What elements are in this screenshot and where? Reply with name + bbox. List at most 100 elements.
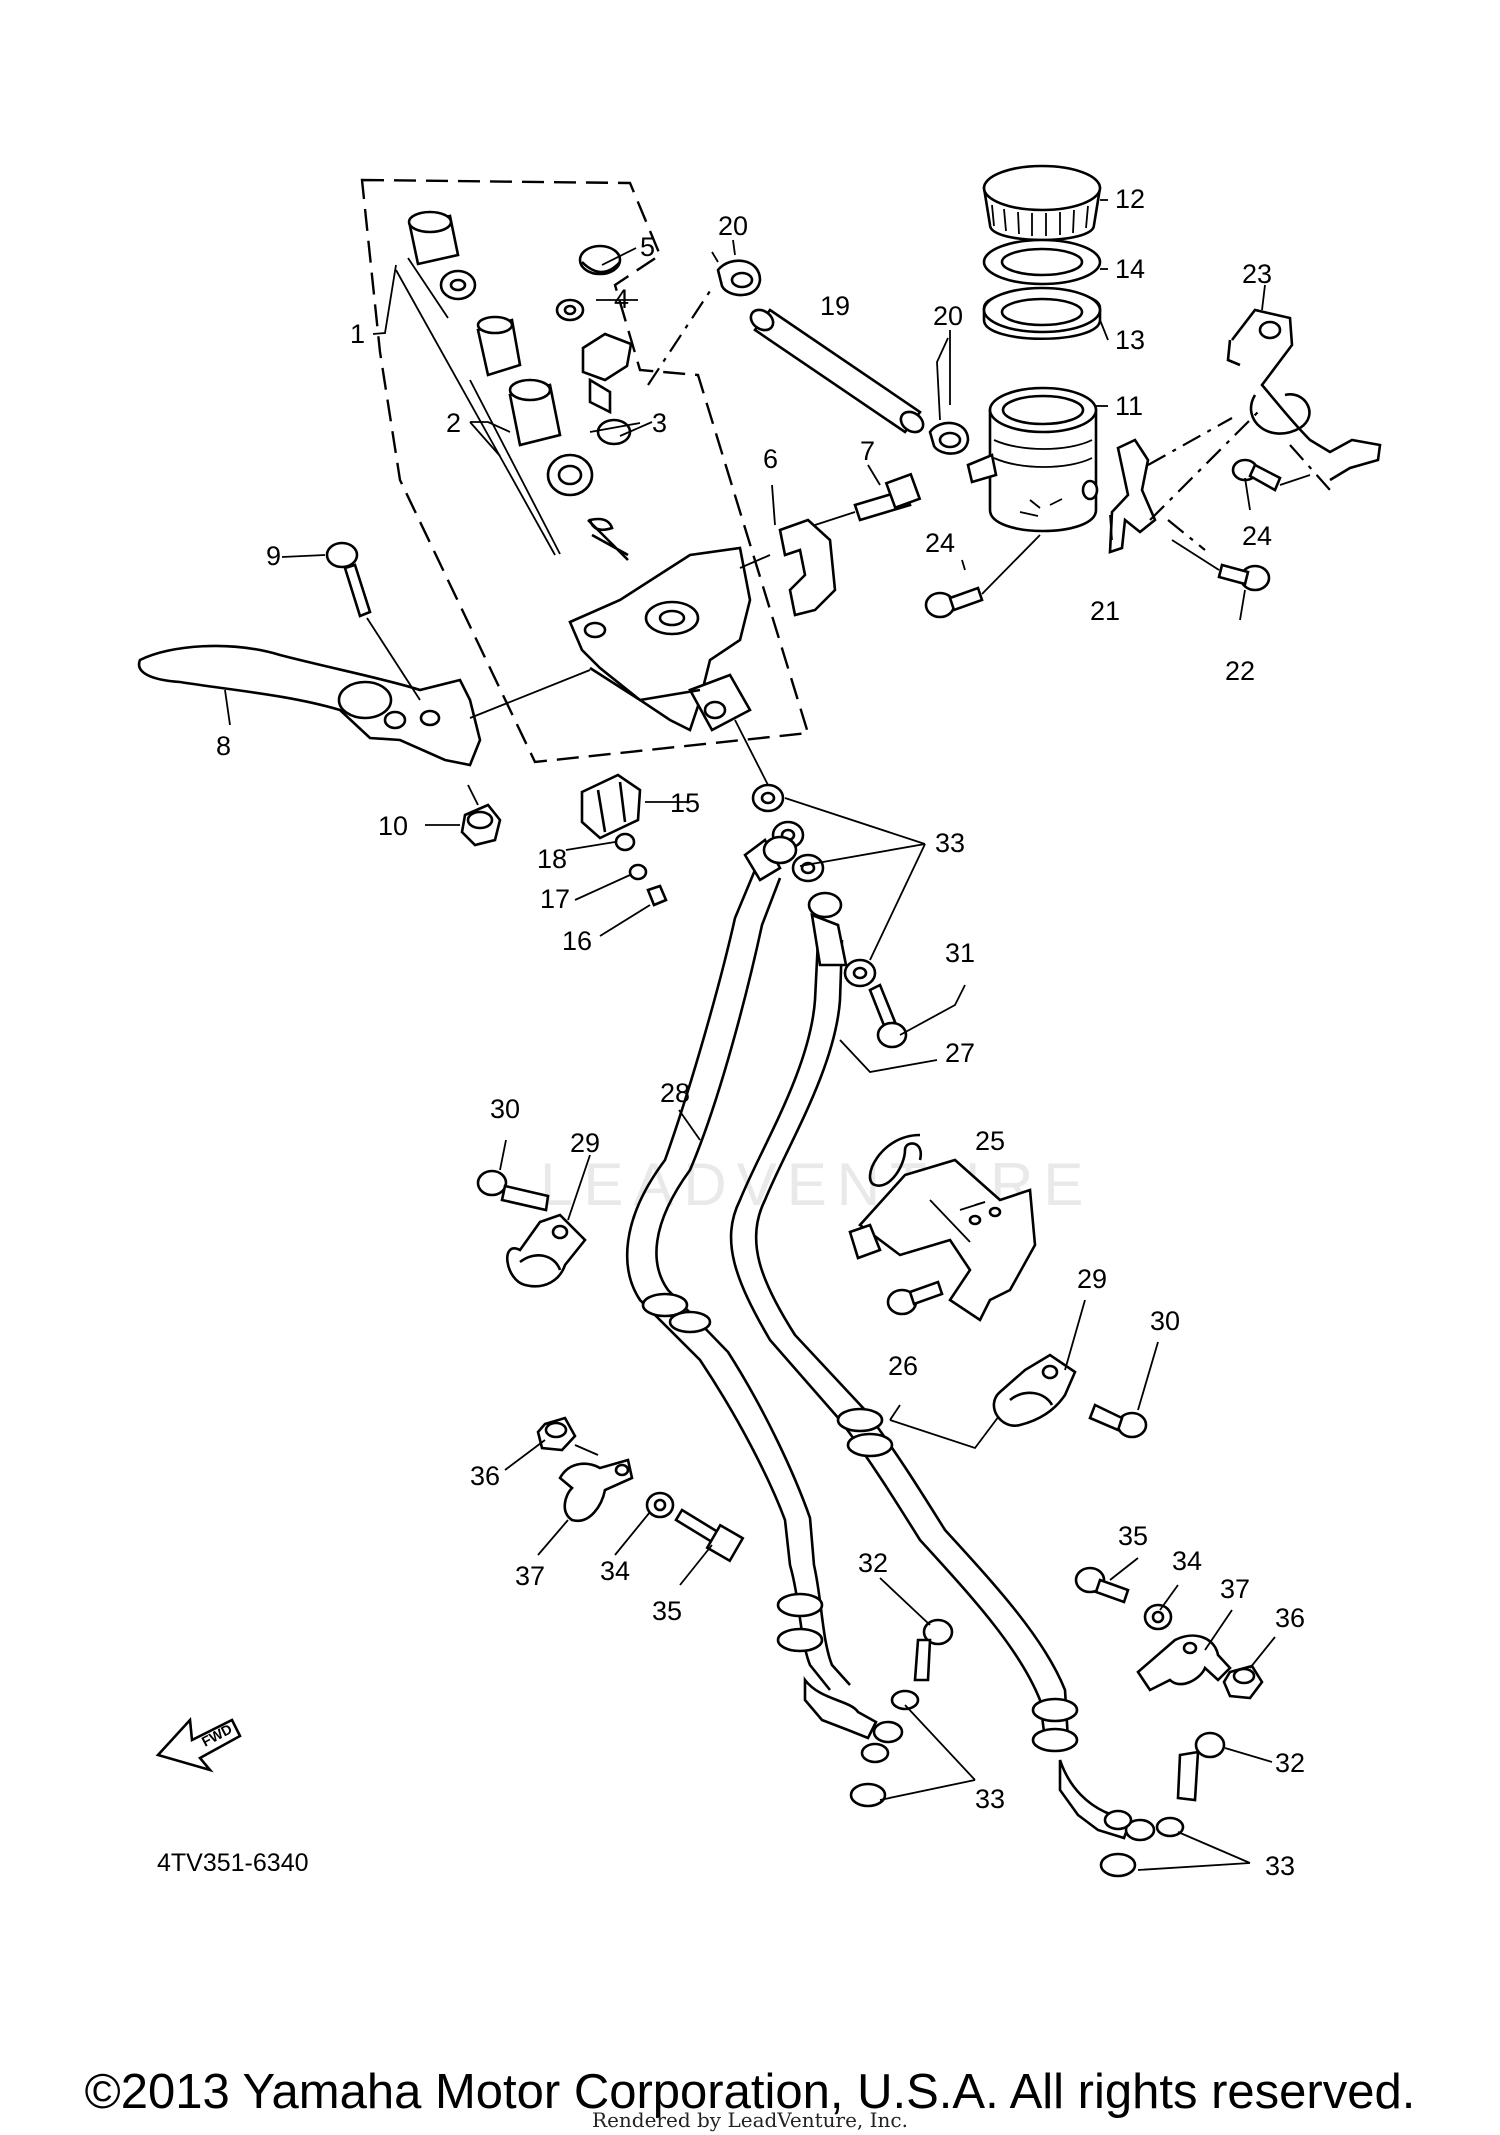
callout-28: 28 (660, 1078, 690, 1108)
callout-6: 6 (763, 444, 778, 474)
callout-16: 16 (562, 926, 592, 956)
callout-37b: 37 (1220, 1574, 1250, 1604)
bolt-30b (1088, 1403, 1148, 1439)
leader-line (1289, 444, 1331, 491)
diaphragm-13 (982, 286, 1102, 340)
nut-10 (460, 784, 502, 847)
reservoir-hose-19 (749, 308, 925, 434)
washers-33-upper (751, 783, 877, 988)
callout-29b: 29 (1077, 1264, 1107, 1294)
callout-5: 5 (640, 232, 655, 262)
banjo-bolt-32b (1099, 1731, 1226, 1878)
callout-7: 7 (860, 436, 875, 466)
callout-23: 23 (1242, 259, 1272, 289)
callout-18: 18 (537, 844, 567, 874)
callout-34b: 34 (1172, 1546, 1202, 1576)
screw-24a (924, 534, 1041, 619)
diaphragm-plate-14 (982, 238, 1102, 286)
callout-22: 22 (1225, 656, 1255, 686)
banjo-bolt-32a (849, 1618, 954, 1808)
bolt-30a (476, 1169, 550, 1212)
banjo-bolt-31 (734, 719, 908, 1049)
callout-2: 2 (446, 408, 461, 438)
leader-line (1149, 409, 1261, 521)
callout-37a: 37 (515, 1561, 545, 1591)
boot-and-cap (555, 244, 633, 446)
callout-33a: 33 (935, 828, 965, 858)
callout-32b: 32 (1275, 1748, 1305, 1778)
callout-8: 8 (216, 731, 231, 761)
callout-29a: 29 (570, 1128, 600, 1158)
callout-27: 27 (945, 1038, 975, 1068)
nut-36b (1222, 1664, 1264, 1700)
clamp-37a (558, 1458, 634, 1523)
callout-24a: 24 (925, 528, 955, 558)
callout-33c: 33 (1265, 1851, 1295, 1881)
callout-32a: 32 (858, 1548, 888, 1578)
hose-clip-20b (928, 421, 970, 455)
washer-34b (1143, 1603, 1173, 1631)
callout-leaders (224, 199, 1276, 1871)
screw-24b (1231, 458, 1311, 492)
callout-26a: 26 (888, 1351, 918, 1381)
callout-24b: 24 (1242, 521, 1272, 551)
reservoir-cap-12 (982, 164, 1102, 242)
bracket-23 (1226, 308, 1382, 482)
copyright-text: ©2013 Yamaha Motor Corporation, U.S.A. A… (84, 2065, 1416, 2119)
callout-35a: 35 (652, 1596, 682, 1626)
callout-36a: 36 (470, 1461, 500, 1491)
hose-clamp-29a (506, 1213, 587, 1288)
hose-clip-20a (711, 251, 762, 297)
nut-36a (536, 1416, 599, 1456)
master-cylinder-body (568, 546, 752, 732)
clamp-6 (739, 518, 837, 617)
bolt-7 (814, 472, 922, 526)
leader-line (1167, 519, 1206, 551)
callout-10: 10 (378, 811, 408, 841)
callout-30a: 30 (490, 1094, 520, 1124)
callout-20b: 20 (933, 301, 963, 331)
hose-bracket-25 (848, 1133, 1037, 1322)
callout-3: 3 (652, 408, 667, 438)
reservoir-tank-11 (966, 386, 1099, 533)
brake-switch-15 (580, 773, 668, 907)
bolt-26 (886, 1280, 1006, 1450)
brake-hose-28 (625, 835, 904, 1744)
callout-34a: 34 (600, 1556, 630, 1586)
callout-15: 15 (670, 788, 700, 818)
clamp-37b (1136, 1634, 1232, 1692)
callout-35b: 35 (1118, 1521, 1148, 1551)
leader-line (647, 287, 713, 386)
bolt-35a (674, 1508, 745, 1563)
callout-19: 19 (820, 291, 850, 321)
callout-12: 12 (1115, 184, 1145, 214)
callout-21: 21 (1090, 596, 1120, 626)
rendered-by-text: Rendered by LeadVenture, Inc. (592, 2108, 908, 2132)
bolt-35b (1074, 1566, 1130, 1604)
fwd-arrow-icon: FWD (155, 1716, 242, 1773)
callout-25: 25 (975, 1126, 1005, 1156)
callout-20a: 20 (718, 211, 748, 241)
callout-4: 4 (614, 284, 629, 314)
bracket-21 (1108, 438, 1157, 554)
callout-30b: 30 (1150, 1306, 1180, 1336)
callout-labels: 1 2 3 4 5 6 7 8 9 10 11 12 13 14 15 16 1… (216, 184, 1305, 1881)
brake-hose-27 (729, 891, 1156, 1842)
callout-31: 31 (945, 938, 975, 968)
callout-1: 1 (350, 319, 365, 349)
callout-13: 13 (1115, 325, 1145, 355)
callout-33b: 33 (975, 1784, 1005, 1814)
part-code: 4TV351-6340 (157, 1849, 309, 1877)
callout-9: 9 (266, 541, 281, 571)
callout-11: 11 (1115, 391, 1143, 421)
brake-lever (137, 644, 591, 767)
callout-36b: 36 (1275, 1603, 1305, 1633)
callout-17: 17 (540, 884, 570, 914)
assembly-outline (360, 178, 810, 764)
screw-22 (1171, 539, 1271, 592)
callout-14: 14 (1115, 254, 1145, 284)
bolt-9 (325, 541, 421, 701)
leader-line (1147, 417, 1233, 466)
washer-34a (645, 1491, 675, 1519)
